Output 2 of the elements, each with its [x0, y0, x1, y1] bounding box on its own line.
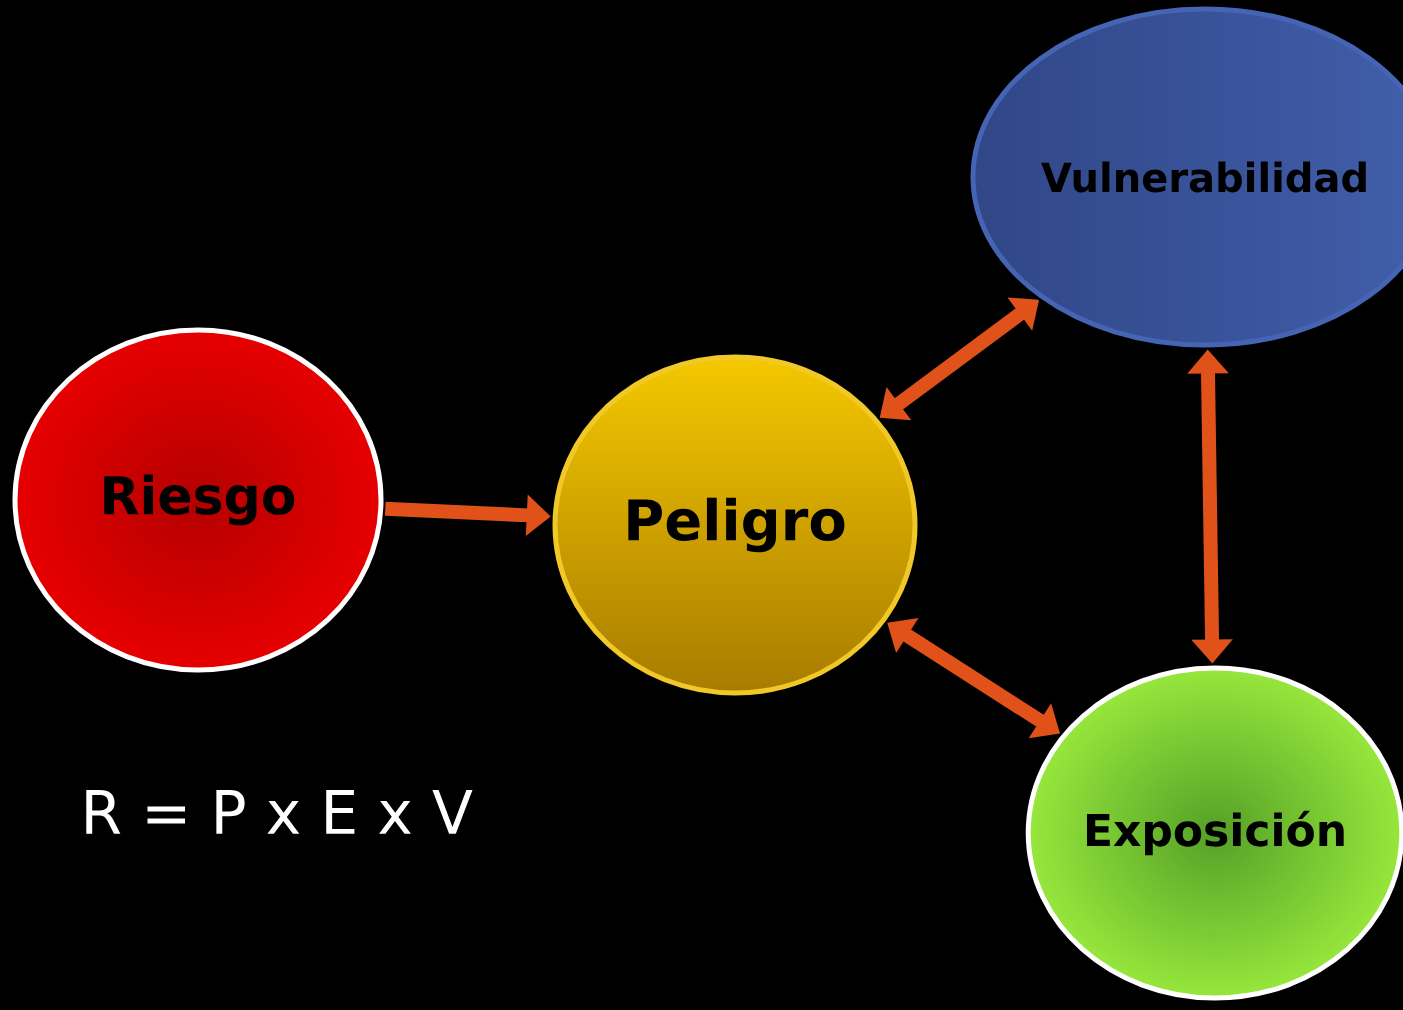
formula-text: R = P x E x V: [86, 790, 473, 834]
ellipse-node: Riesgo: [12, 327, 384, 673]
